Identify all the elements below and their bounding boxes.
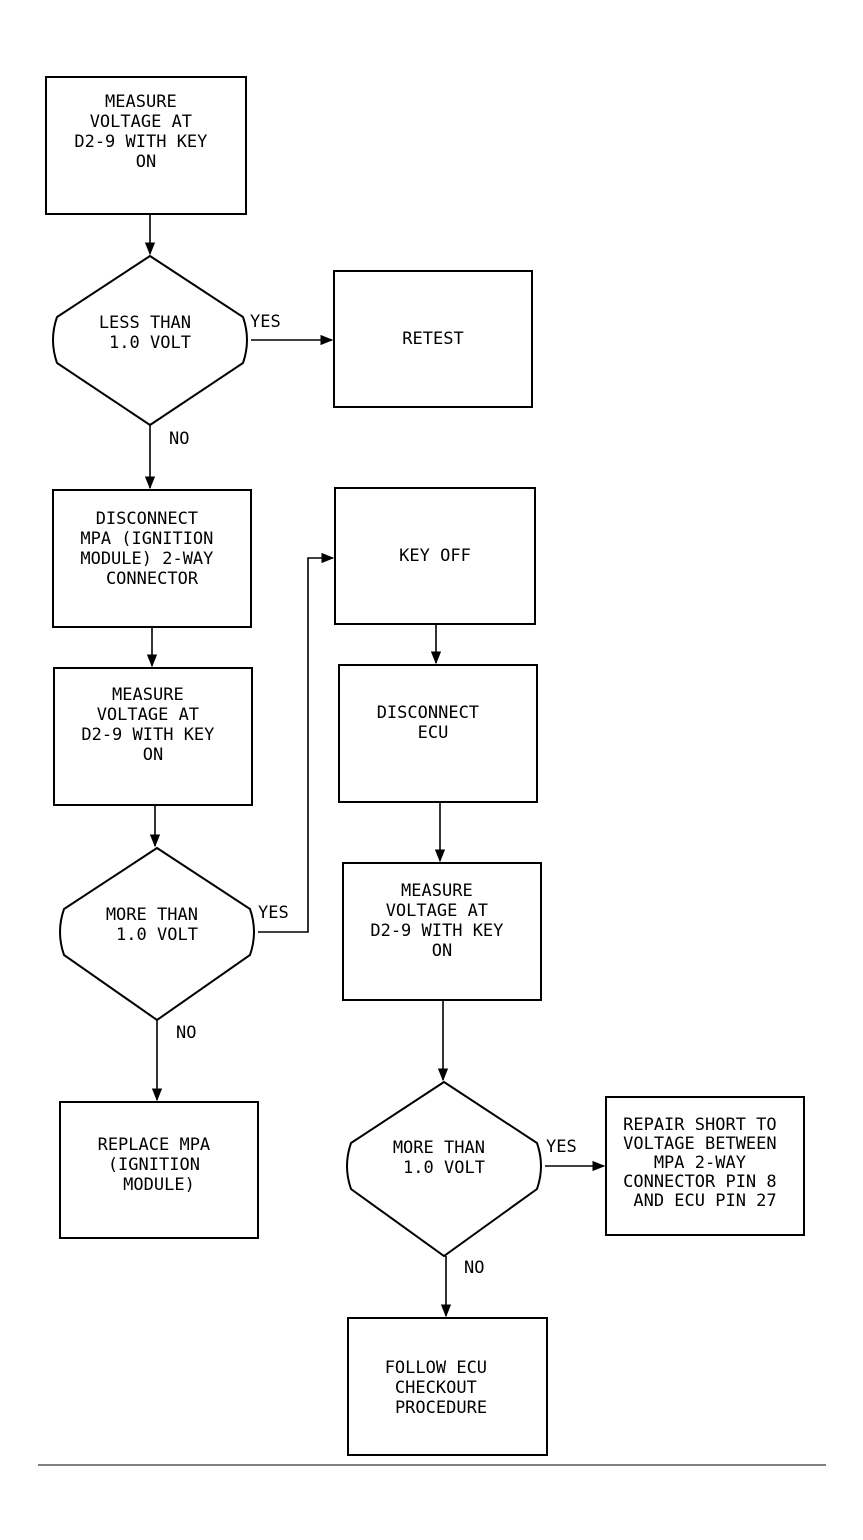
node-text-line: CONNECTOR PIN 8 (623, 1172, 777, 1192)
node-text-line: MPA (IGNITION (80, 529, 213, 549)
node-replace-mpa: REPLACE MPA (IGNITION MODULE) (59, 1101, 259, 1239)
node-text-line: 1.0 VOLT (403, 1158, 485, 1178)
node-text-line: VOLTAGE AT (90, 112, 192, 132)
node-label: RETEST (402, 329, 463, 349)
node-text-line: D2-9 WITH KEY (74, 132, 207, 152)
node-text-line: FOLLOW ECU (385, 1358, 487, 1378)
edge-morethan-yes-keyoff: YES (258, 552, 335, 933)
node-text-line: ON (136, 152, 156, 172)
node-text-line: MEASURE (105, 92, 177, 112)
node-text-line: CONNECTOR (106, 569, 199, 589)
node-text-line: 1.0 VOLT (116, 925, 198, 945)
node-text-line: D2-9 WITH KEY (370, 921, 503, 941)
node-text-line: AND ECU PIN 27 (633, 1191, 776, 1211)
node-text-line: 1.0 VOLT (109, 333, 191, 353)
node-label: MEASURE VOLTAGE AT D2-9 WITH KEY ON (370, 881, 513, 961)
node-text-line: (IGNITION (108, 1155, 200, 1175)
node-label: DISCONNECT ECU (377, 703, 490, 743)
node-repair-short: REPAIR SHORT TO VOLTAGE BETWEEN MPA 2-WA… (605, 1096, 805, 1236)
node-label: REPAIR SHORT TO VOLTAGE BETWEEN MPA 2-WA… (623, 1115, 787, 1211)
node-text-line: CHECKOUT (395, 1378, 477, 1398)
edge-label-yes: YES (546, 1137, 577, 1157)
node-key-off: KEY OFF (334, 487, 536, 625)
node-text-line: DISCONNECT (377, 703, 479, 723)
edge-lessthan-no-disconnect: NO (144, 425, 189, 490)
node-text-line: VOLTAGE AT (386, 901, 488, 921)
node-text-line: ECU (418, 723, 449, 743)
node-disconnect-ecu: DISCONNECT ECU (338, 664, 538, 803)
edge-label-yes: YES (258, 903, 289, 923)
node-label: FOLLOW ECU CHECKOUT PROCEDURE (385, 1358, 498, 1418)
node-text-line: ON (143, 745, 163, 765)
node-label: MEASURE VOLTAGE AT D2-9 WITH KEY ON (74, 92, 217, 172)
node-text-line: PROCEDURE (395, 1398, 487, 1418)
node-text-line: MEASURE (112, 685, 184, 705)
edge-morethan2-yes-repair: YES (545, 1137, 606, 1172)
decision-more-than-1-volt-a: MORE THAN 1.0 VOLT (59, 846, 255, 1022)
node-disconnect-mpa: DISCONNECT MPA (IGNITION MODULE) 2-WAY C… (52, 489, 252, 628)
node-label: MEASURE VOLTAGE AT D2-9 WITH KEY ON (81, 685, 224, 765)
decision-label: MORE THAN 1.0 VOLT (106, 905, 208, 945)
edge-morethan2-no-follow: NO (440, 1256, 484, 1318)
node-measure-voltage-1: MEASURE VOLTAGE AT D2-9 WITH KEY ON (45, 76, 247, 215)
node-measure-voltage-3: MEASURE VOLTAGE AT D2-9 WITH KEY ON (342, 862, 542, 1001)
node-text-line: MORE THAN (106, 905, 198, 925)
node-follow-ecu: FOLLOW ECU CHECKOUT PROCEDURE (347, 1317, 548, 1456)
node-measure-voltage-2: MEASURE VOLTAGE AT D2-9 WITH KEY ON (53, 667, 253, 806)
node-text-line: KEY OFF (399, 546, 471, 566)
node-text-line: D2-9 WITH KEY (81, 725, 214, 745)
node-text-line: RETEST (402, 329, 463, 349)
edge-label-yes: YES (250, 312, 281, 332)
node-label: DISCONNECT MPA (IGNITION MODULE) 2-WAY C… (80, 509, 223, 589)
node-text-line: DISCONNECT (96, 509, 198, 529)
edge-label-no: NO (169, 429, 189, 449)
decision-label: MORE THAN 1.0 VOLT (393, 1138, 495, 1178)
edge-label-no: NO (464, 1258, 484, 1278)
node-text-line: MORE THAN (393, 1138, 485, 1158)
node-label: KEY OFF (399, 546, 471, 566)
edge-label-no: NO (176, 1023, 196, 1043)
node-text-line: MPA 2-WAY (654, 1153, 746, 1173)
node-text-line: MODULE) (123, 1175, 195, 1195)
node-label: REPLACE MPA (IGNITION MODULE) (98, 1135, 221, 1195)
node-text-line: ON (432, 941, 452, 961)
node-text-line: LESS THAN (99, 313, 191, 333)
node-text-line: REPLACE MPA (98, 1135, 211, 1155)
node-text-line: MODULE) 2-WAY (80, 549, 213, 569)
node-text-line: VOLTAGE AT (97, 705, 199, 725)
node-text-line: REPAIR SHORT TO (623, 1115, 777, 1135)
node-retest: RETEST (333, 270, 533, 408)
decision-more-than-1-volt-b: MORE THAN 1.0 VOLT (346, 1080, 542, 1258)
decision-less-than-1-volt: LESS THAN 1.0 VOLT (52, 254, 248, 427)
decision-label: LESS THAN 1.0 VOLT (99, 313, 201, 353)
node-text-line: VOLTAGE BETWEEN (623, 1134, 777, 1154)
edge-morethan-no-replace: NO (151, 1020, 196, 1102)
node-text-line: MEASURE (401, 881, 473, 901)
edge-lessthan-yes-retest: YES (250, 312, 334, 346)
